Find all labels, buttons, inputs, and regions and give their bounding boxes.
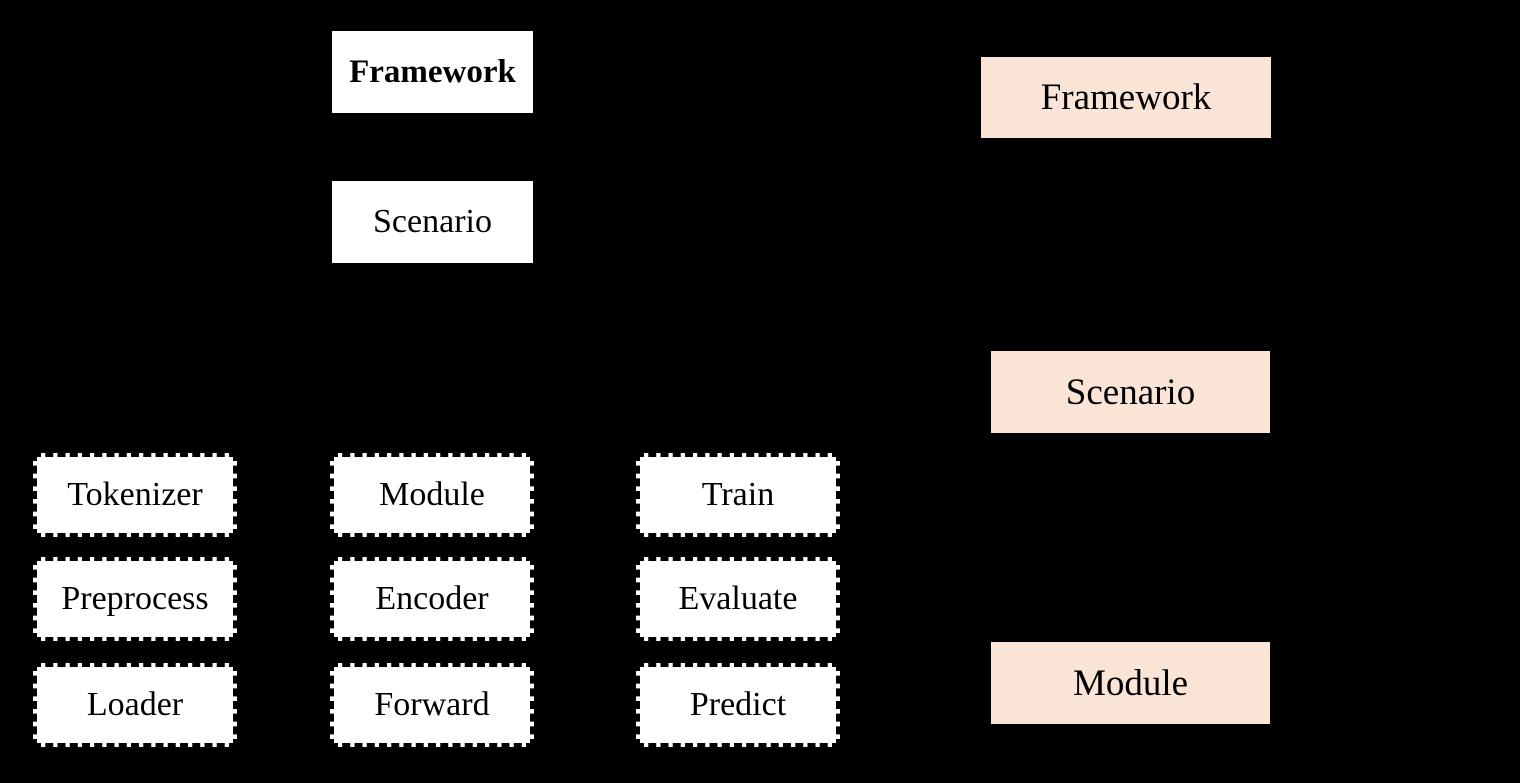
module-box-tokenizer: Tokenizer — [33, 453, 237, 537]
module-box-forward: Forward — [330, 663, 534, 747]
module-box-predict: Predict — [636, 663, 840, 747]
left-scenario-node: Scenario — [332, 181, 533, 263]
right-scenario-node: Scenario — [991, 351, 1270, 433]
module-box-train: Train — [636, 453, 840, 537]
module-box-preprocess: Preprocess — [33, 557, 237, 641]
module-box-loader: Loader — [33, 663, 237, 747]
right-module-node: Module — [991, 642, 1270, 724]
module-box-evaluate: Evaluate — [636, 557, 840, 641]
left-framework-node: Framework — [332, 31, 533, 113]
right-framework-node: Framework — [981, 57, 1271, 138]
module-box-encoder: Encoder — [330, 557, 534, 641]
module-box-module: Module — [330, 453, 534, 537]
